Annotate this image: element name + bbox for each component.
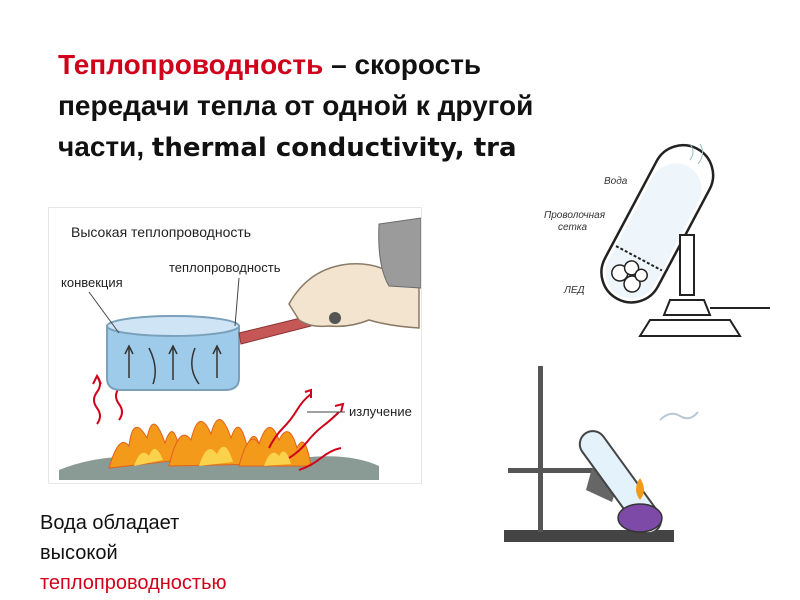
burner-graphic — [638, 234, 770, 337]
steam-lines — [659, 411, 699, 421]
spirit-lamp — [617, 503, 663, 533]
caption: Вода обладает высокой теплопроводностью — [40, 508, 226, 598]
caption-line-1: Вода обладает — [40, 512, 180, 534]
label-radiation: излучение — [349, 404, 412, 419]
pot-illustration — [59, 217, 421, 480]
pot-handle — [238, 315, 312, 345]
label-convection: конвекция — [61, 275, 123, 290]
wire-mesh — [615, 245, 663, 272]
label-water: Вода — [604, 176, 628, 187]
test-tube-illustration — [600, 143, 770, 337]
pot-rim — [106, 315, 240, 337]
flames-graphic — [108, 419, 312, 469]
label-ice: ЛЕД — [564, 285, 585, 296]
label-mesh-2: сетка — [558, 222, 588, 233]
ice-pieces — [611, 260, 648, 293]
inner-flames — [134, 446, 291, 466]
figure-heading: Высокая теплопроводность — [71, 224, 252, 240]
radiation-arrows — [92, 373, 345, 471]
title-line-1-rest: – скорость — [323, 49, 482, 80]
stand-arm — [508, 468, 614, 473]
label-mesh-1: Проволочная — [544, 210, 606, 221]
title-line-3: части, thermal conductivity, tra — [58, 126, 658, 169]
title-term: Теплопроводность — [58, 49, 324, 80]
title-line-1: Теплопроводность – скорость — [58, 44, 658, 85]
title-line-3-b: thermal conductivity, tra — [151, 133, 517, 163]
stand-base — [504, 530, 674, 542]
caption-line-2: высокой — [40, 542, 118, 564]
label-conduction: теплопроводность — [169, 260, 281, 275]
convection-arrows — [124, 344, 222, 385]
test-tube-figure: Вода Проволочная сетка ЛЕД — [540, 140, 780, 350]
stand-burner-figure — [500, 360, 730, 570]
pot-screw — [329, 312, 341, 324]
steam-lines — [689, 143, 704, 165]
caption-line-3: теплопроводностью — [40, 572, 227, 594]
stand-rod — [538, 366, 543, 532]
flame-graphic — [636, 478, 644, 500]
stand-illustration — [504, 366, 699, 542]
title-line-3-a: части, — [58, 131, 152, 162]
title-line-2: передачи тепла от одной к другой — [58, 90, 534, 121]
sleeve-graphic — [378, 217, 421, 289]
slide-title: Теплопроводность – скорость передачи теп… — [58, 44, 658, 169]
label-pointers — [88, 277, 345, 413]
heat-transfer-figure: Высокая теплопроводность конвекция тепло… — [48, 207, 422, 484]
